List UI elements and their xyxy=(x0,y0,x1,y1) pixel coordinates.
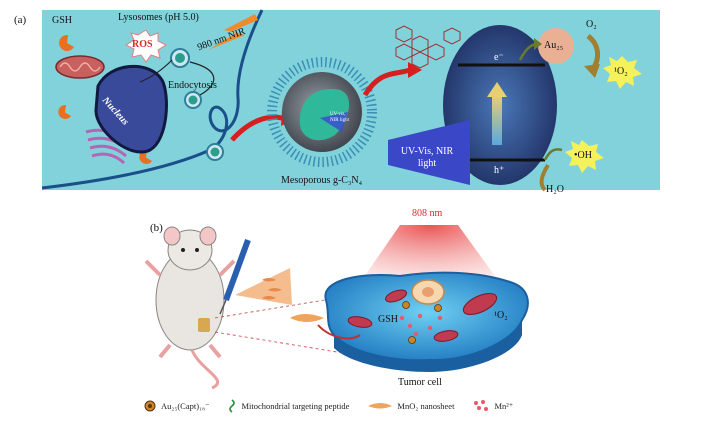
ros-burst xyxy=(124,29,168,63)
legend-mn2-text: Mn²⁺ xyxy=(494,400,514,411)
mitochondrion xyxy=(55,55,105,79)
mesoporous-nanoparticle xyxy=(267,57,377,167)
tumor-mn2-ions xyxy=(399,313,443,337)
au25-cluster-icon xyxy=(144,400,156,412)
legend-mno2-text: MnO₂ nanosheet xyxy=(397,401,455,411)
water-oxidation-arrow xyxy=(539,163,550,192)
legend-au25: Au₂₅(Capt)₁₈⁻ xyxy=(143,399,209,413)
lysosomes-label: Lysosomes (pH 5.0) xyxy=(118,12,199,23)
tumor-mitochondria xyxy=(347,289,498,342)
particle-to-mechanism-arrow xyxy=(362,67,411,97)
uv-vis-light-beam xyxy=(388,120,470,185)
laser-wavelength-label: 808 nm xyxy=(412,208,443,219)
singlet-oxygen-star xyxy=(603,56,642,89)
particle-to-mechanism-arrow-head xyxy=(408,62,422,78)
mesoporous-label: Mesoporous g-C₃N₄ xyxy=(281,175,363,186)
nir-lightning-bolt xyxy=(208,14,258,50)
mouse-illustration xyxy=(144,226,236,390)
tumor-gsh-label: GSH xyxy=(378,314,399,325)
ros-label: ROS xyxy=(132,39,153,50)
endocytosed-nanoparticle xyxy=(184,91,202,109)
legend-peptide: Mitochondrial targeting peptide xyxy=(227,399,349,413)
au25-ball xyxy=(538,28,574,64)
ros-to-nucleus-arrow xyxy=(139,59,173,83)
nucleus-shape xyxy=(94,65,168,154)
hole-label: h⁺ xyxy=(494,165,505,176)
uptake-arrow xyxy=(230,114,283,142)
excitation-arrow-head xyxy=(487,82,507,97)
g-c3n4-molecular-structure xyxy=(395,25,461,69)
panel-a-label: (a) xyxy=(14,14,27,26)
mn2-ions-icon xyxy=(474,400,489,411)
approaching-nanoparticle xyxy=(206,143,224,161)
legend: Au₂₅(Capt)₁₈⁻ Mitochondrial targeting pe… xyxy=(143,398,531,414)
legend-mno2: MnO₂ nanosheet xyxy=(367,401,454,411)
electron-label: e⁻ xyxy=(494,52,504,63)
oxygen-conversion-arrow-head xyxy=(584,64,600,78)
o2-label: O₂ xyxy=(586,19,597,30)
syringe xyxy=(219,238,251,315)
gsh-label: GSH xyxy=(52,15,73,26)
injected-material-cone xyxy=(235,268,292,305)
tumor-cell-label: Tumor cell xyxy=(398,377,442,388)
mno2-nanosheet-icon xyxy=(368,403,393,409)
mno2-sheet-entering xyxy=(290,314,324,322)
panel-b-label: (b) xyxy=(150,222,163,234)
tumor-nucleolus xyxy=(422,287,434,297)
cell-membrane xyxy=(41,9,264,190)
singlet-oxygen-label: ¹O₂ xyxy=(614,66,628,77)
endocytosis-arrow xyxy=(189,61,215,96)
legend-mn2: Mn²⁺ xyxy=(472,399,513,413)
tumor-cell-base xyxy=(334,320,522,372)
excitation-arrow-shaft xyxy=(492,95,502,145)
tumor-singlet-oxygen-label: ¹O₂ xyxy=(494,310,508,321)
water-label: H₂O xyxy=(546,184,564,195)
hydroxyl-radical-label: •OH xyxy=(574,150,592,161)
legend-peptide-text: Mitochondrial targeting peptide xyxy=(241,401,350,411)
legend-au25-text: Au₂₅(Capt)₁₈⁻ xyxy=(161,400,210,411)
uv-vis-light-label: UV-Vis, NIR light xyxy=(400,146,454,169)
hydroxyl-radical-star xyxy=(565,140,604,173)
electron-transfer-arrow-head xyxy=(534,38,542,50)
peptide-icon xyxy=(229,399,236,413)
au25-label: Au₂₅ xyxy=(544,40,564,51)
tumor-au25-clusters xyxy=(402,301,442,344)
endocytosis-label: Endocytosis xyxy=(168,80,217,91)
hole-oxidation-arrow xyxy=(543,148,563,161)
internalized-nanoparticle xyxy=(170,48,190,68)
core-light-label: UV-vis, NIR light xyxy=(330,112,350,123)
injected-nanosheets xyxy=(262,278,282,300)
entry-arrow xyxy=(317,324,361,340)
